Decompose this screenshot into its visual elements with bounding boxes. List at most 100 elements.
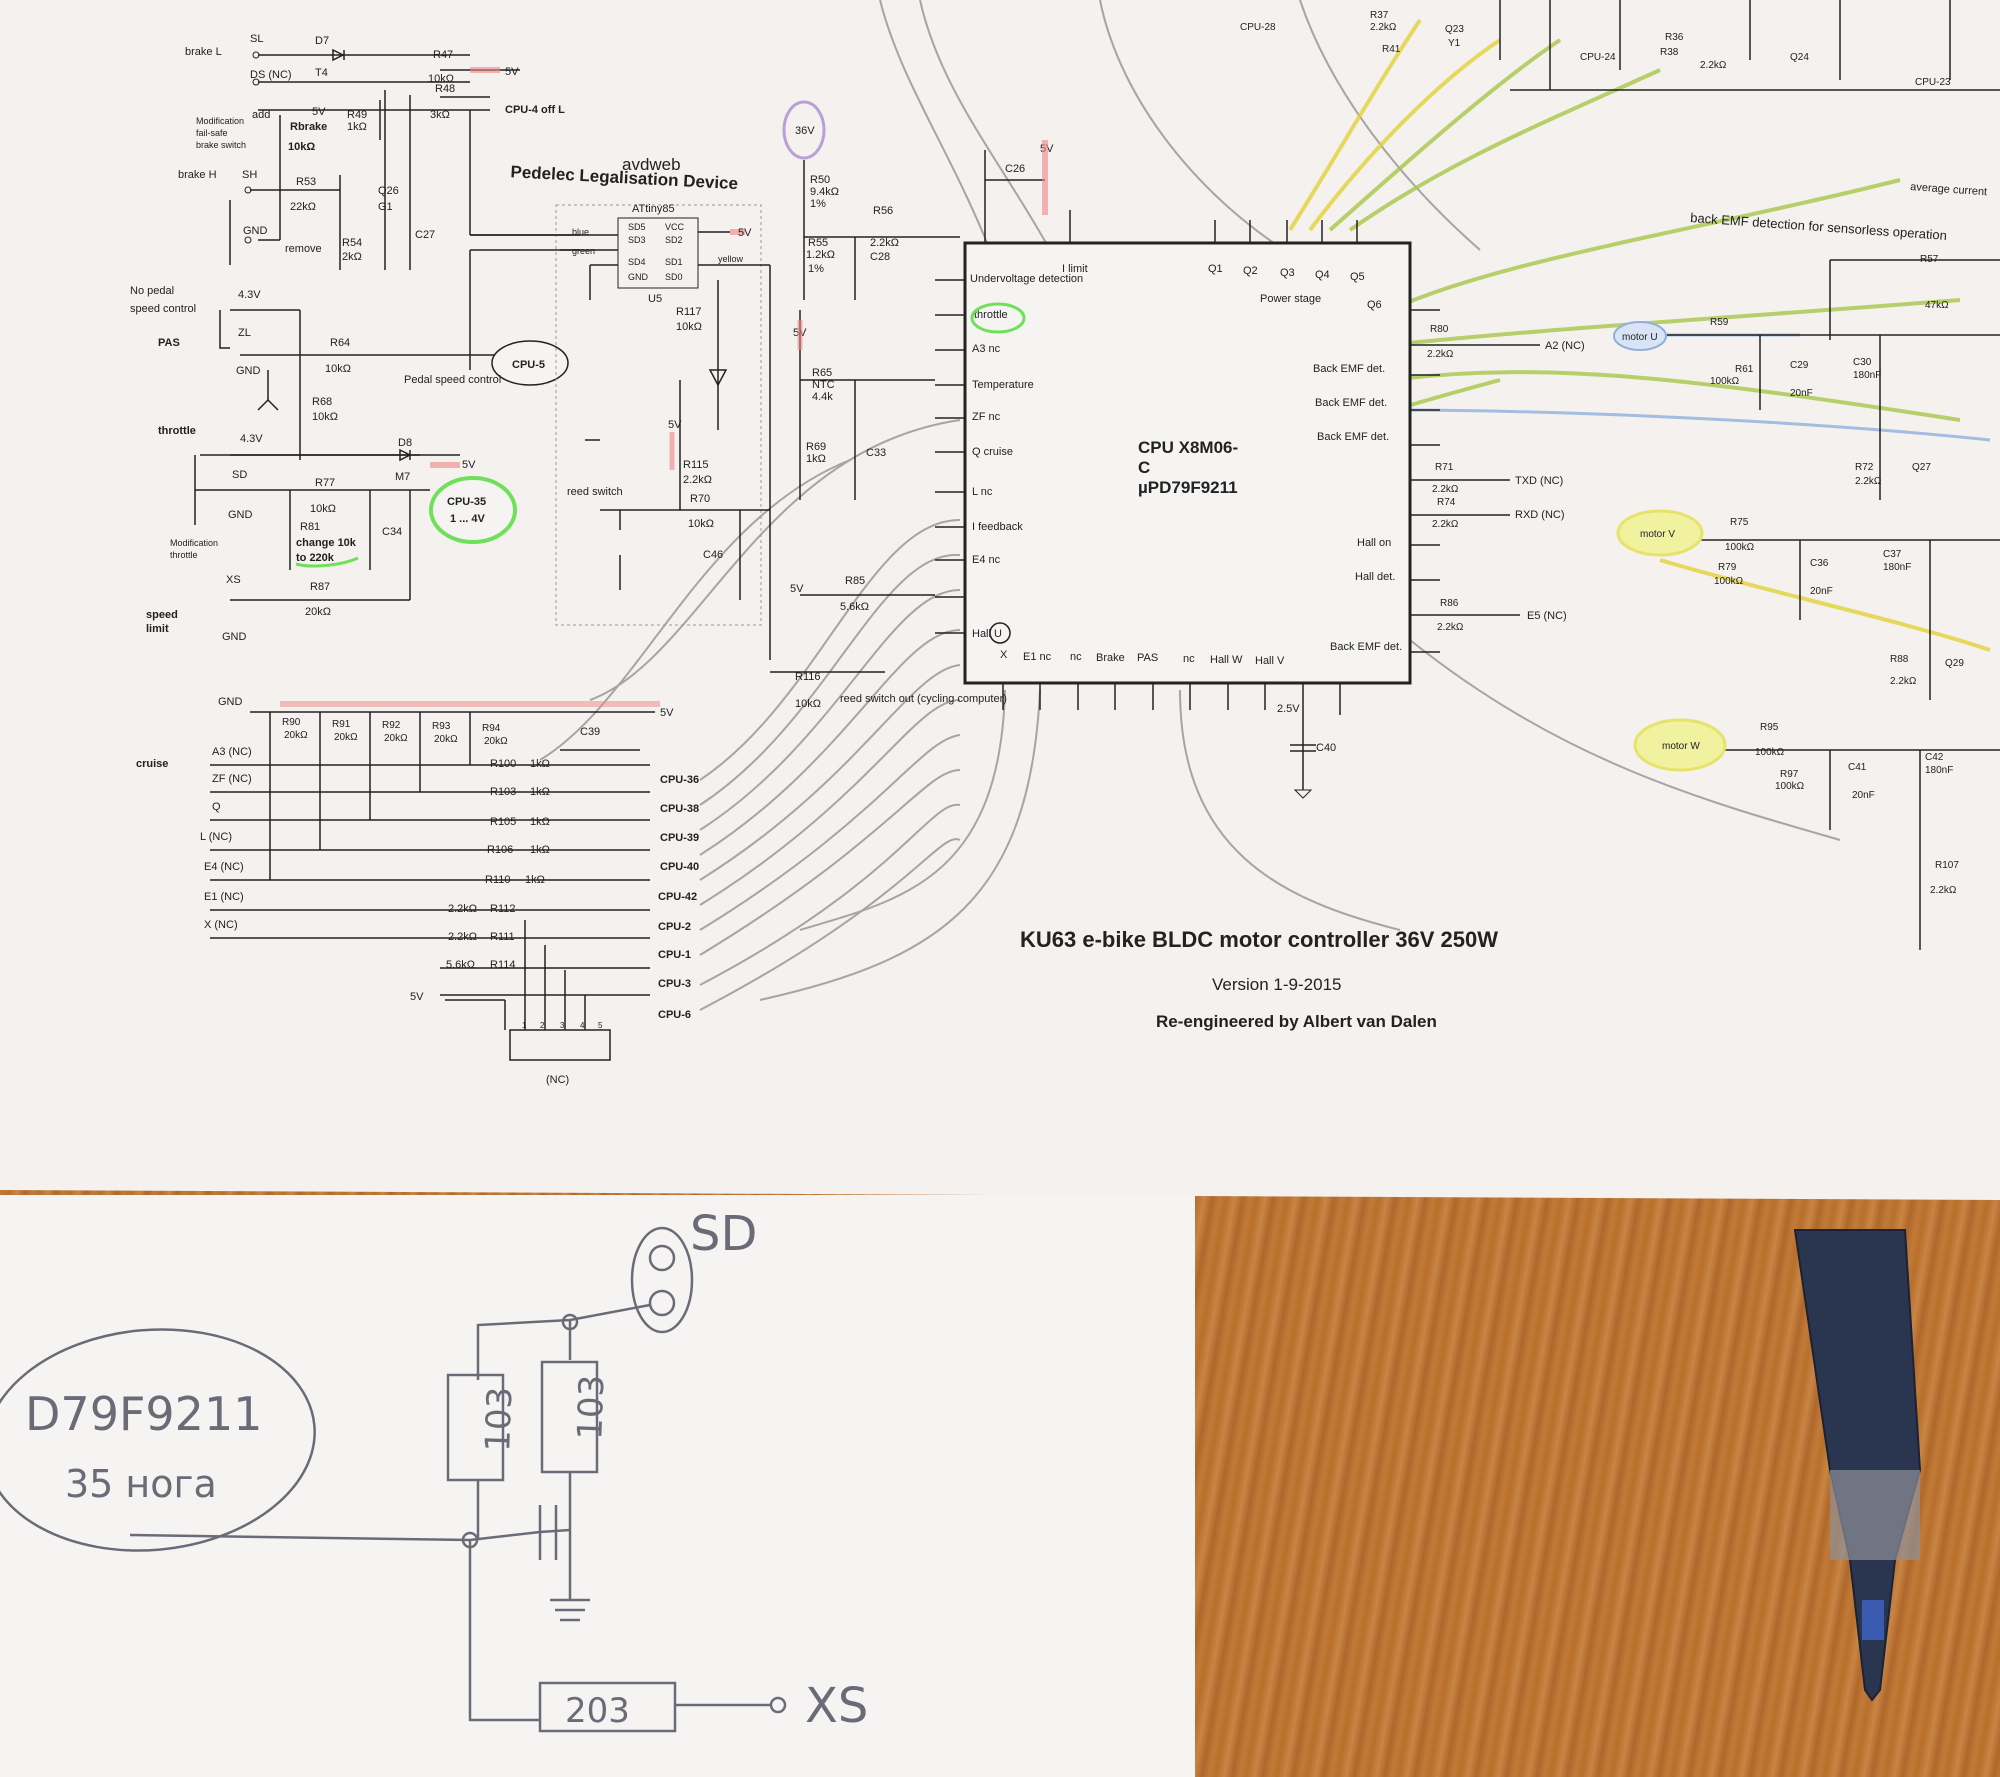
- row7-r: R114: [490, 959, 515, 971]
- cpu35-highlight: [429, 476, 517, 544]
- row5-cpu: CPU-2: [658, 921, 691, 933]
- q23-label: Q23: [1445, 24, 1464, 35]
- c27-label: C27: [415, 229, 435, 241]
- txd-label: TXD (NC): [1515, 475, 1563, 487]
- row1-cpu: CPU-38: [660, 803, 699, 815]
- ds-label: DS (NC): [250, 69, 292, 81]
- cpu-c40: C40: [1316, 742, 1336, 754]
- row4-cpu: CPU-42: [658, 891, 697, 903]
- ntc-value: 4.4k: [812, 391, 833, 403]
- r95-value: 100kΩ: [1755, 747, 1785, 758]
- row5-v: 2.2kΩ: [448, 903, 477, 915]
- r107-value: 2.2kΩ: [1930, 885, 1957, 896]
- r115-value: 2.2kΩ: [683, 474, 712, 486]
- r69-value: 1kΩ: [806, 453, 826, 465]
- cpu-name-2: C: [1138, 458, 1150, 477]
- a2-label: A2 (NC): [1545, 340, 1585, 352]
- cruise-r94: R94: [482, 723, 501, 734]
- cruise-5v: 5V: [660, 707, 674, 719]
- pedal-speed-control: Pedal speed control: [404, 374, 501, 386]
- cruise-in-e1: E1 (NC): [204, 891, 244, 903]
- c33-label: C33: [866, 447, 886, 459]
- cruise-r94v: 20kΩ: [484, 736, 508, 747]
- r64-label: R64: [330, 337, 350, 349]
- cpu-pin-q2: Q2: [1243, 265, 1258, 277]
- r74-value: 2.2kΩ: [1432, 519, 1459, 530]
- cpu-pin-q1: Q1: [1208, 263, 1223, 275]
- motor-v-label: motor V: [1640, 529, 1675, 540]
- r107-label: R107: [1935, 860, 1959, 871]
- r50-value: 9.4kΩ: [810, 186, 839, 198]
- r88-value: 2.2kΩ: [1890, 676, 1917, 687]
- throttle-label: throttle: [158, 425, 196, 437]
- gnd-speed: GND: [222, 631, 247, 643]
- cpu35-label: CPU-35: [447, 496, 486, 508]
- pld-pin-r1: VCC: [665, 222, 685, 232]
- r70-label: R70: [690, 493, 710, 505]
- d8-label: D8: [398, 437, 412, 449]
- pld-heading-1: avdweb: [622, 155, 681, 174]
- c41-value: 20nF: [1852, 790, 1875, 801]
- cruise-c39: C39: [580, 726, 600, 738]
- row0-v: 1kΩ: [530, 758, 550, 770]
- c26-label: C26: [1005, 163, 1025, 175]
- cruise-r93: R93: [432, 721, 451, 732]
- r85-5v: 5V: [790, 583, 804, 595]
- throttle-section: throttle 4.3V D8 M7 5V SD R77 10kΩ CPU-3…: [146, 425, 517, 643]
- row2-r: R105: [490, 816, 516, 828]
- hdr-pin-2: 2: [540, 1021, 545, 1030]
- mechanical-pencil: [1793, 1229, 1922, 1702]
- middle-section: 36V R50 9.4kΩ 1% R55 1.2kΩ 1% R56 2.2kΩ …: [782, 100, 1054, 613]
- pas-section: No pedal speed control 4.3V PAS ZL GND R…: [130, 249, 580, 460]
- pld-pin-l4: GND: [628, 272, 649, 282]
- v36-label: 36V: [795, 125, 815, 137]
- r117-label: R117: [676, 306, 701, 318]
- pld-5v: 5V: [738, 227, 752, 239]
- cpu-pin-e4: E4 nc: [972, 554, 1001, 566]
- cpu-pin-q5: Q5: [1350, 271, 1365, 283]
- row4-v: 1kΩ: [525, 874, 545, 886]
- cpu-pin-pas: PAS: [1137, 652, 1158, 664]
- cruise-r90v: 20kΩ: [284, 730, 308, 741]
- title-author: Re-engineered by Albert van Dalen: [1156, 1012, 1437, 1031]
- cruise-gnd: GND: [218, 696, 243, 708]
- q29-label: Q29: [1945, 658, 1964, 669]
- cpu-pin-q4: Q4: [1315, 269, 1330, 281]
- r54-label: R54: [342, 237, 362, 249]
- c34-label: C34: [382, 526, 402, 538]
- motor-w-highlight: [1633, 718, 1727, 772]
- rbrake-label: Rbrake: [290, 121, 327, 133]
- c36-value: 20nF: [1810, 586, 1833, 597]
- cpu-pin-backemf-3: Back EMF det.: [1317, 431, 1389, 443]
- r49-value: 1kΩ: [347, 121, 367, 133]
- cpu-pin-backemf-2: Back EMF det.: [1315, 397, 1387, 409]
- r57-value: 47kΩ: [1925, 300, 1949, 311]
- cpu-pin-temperature: Temperature: [972, 379, 1034, 391]
- r117-value: 10kΩ: [676, 321, 702, 333]
- r47-label: R47: [433, 49, 453, 61]
- cpu-pin-hall-w: Hall W: [1210, 654, 1243, 666]
- mod-thr-2: throttle: [170, 550, 198, 560]
- r87-label: R87: [310, 581, 330, 593]
- note-r3: 203: [565, 1691, 630, 1731]
- hdr-pin-4: 4: [580, 1021, 585, 1030]
- cruise-in-q: Q: [212, 801, 221, 813]
- c46-label: C46: [703, 549, 723, 561]
- pld-wire-green: green: [572, 246, 595, 256]
- gnd-pas: GND: [236, 365, 261, 377]
- pld-pin-r3: SD1: [665, 257, 683, 267]
- row3-cpu: CPU-40: [660, 861, 699, 873]
- gnd-thr: GND: [228, 509, 253, 521]
- r41-label: R41: [1382, 44, 1401, 55]
- note-r2: 103: [570, 1374, 612, 1440]
- cpu-pin-l: L nc: [972, 486, 993, 498]
- r38-label: R38: [1660, 47, 1679, 58]
- pld-chip: ATtiny85: [632, 203, 675, 215]
- header-5v: 5V: [410, 991, 424, 1003]
- hdr-pin-3: 3: [560, 1021, 565, 1030]
- cruise-section: GND 5V cruise R90 20kΩ R91 20kΩ R92 20kΩ…: [136, 696, 699, 1086]
- cruise-r90: R90: [282, 717, 301, 728]
- pld-unit: U5: [648, 293, 662, 305]
- c30-value: 180nF: [1853, 370, 1881, 381]
- r116-label: R116: [795, 671, 820, 683]
